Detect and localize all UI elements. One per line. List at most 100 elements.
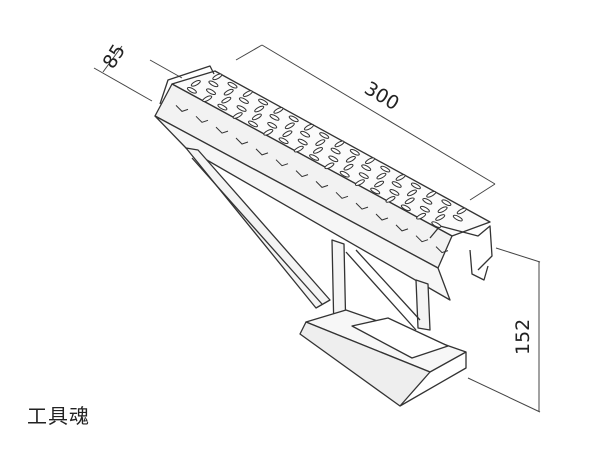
edge-tooth [175,105,189,112]
tread-diamond [267,121,278,129]
tread-diamond [278,137,289,145]
tread-diamond [441,199,452,207]
tread-diamond [345,155,356,163]
tread-diamond [435,214,446,221]
base-rim [399,352,467,407]
dim-300-line [261,44,496,185]
tread-diamond [227,81,238,89]
tread-diamond [293,145,304,153]
tread-diamond [376,172,387,180]
edge-tooth [235,137,249,145]
tread-diamond [248,120,258,128]
edge-tooth [435,246,449,254]
edge-tooth [415,235,429,243]
dim-85-line [93,67,153,102]
dimension-lines [93,44,541,413]
post-brace [345,251,417,331]
post-brace-2 [355,249,421,321]
tread-diamond [437,206,448,214]
tread-diamond [358,172,369,179]
tread-diamond [339,170,350,178]
step-structure [154,65,493,407]
tread-diamond [242,90,253,97]
side-channel [154,115,451,301]
tread-diamond [419,205,430,213]
tread-diamond [391,181,402,188]
edge-tooth [395,224,409,232]
tread-diamond [416,212,427,220]
dim-85-ext-1 [102,45,123,73]
tread-diamond [395,174,406,181]
tread-diamond [370,187,381,195]
tread-diamond [309,154,320,161]
dim-300-ext-2 [469,183,496,201]
tread-diamond [238,97,249,104]
edge-tooth [215,126,229,134]
tread-diamond [431,221,442,228]
edge-tooth [255,148,269,156]
tread-diamond [263,128,274,136]
tread-diamond [217,103,228,111]
tread-diamond [389,189,400,196]
tread-diamond [202,95,213,103]
tread-diamond [324,162,335,170]
base-cutout [351,317,449,359]
tread-diamond [251,113,262,121]
tread-diamond [288,115,299,123]
edge-tooth [375,213,389,221]
tread-diamond [206,88,216,96]
tread-diamond [365,157,375,165]
tread-diamond [404,197,415,205]
tread-diamond [300,130,311,138]
edge-tooth [195,115,209,123]
tread-diamond [284,122,295,130]
edge-tooth [355,202,369,210]
tread-diamond [319,132,330,139]
tread-diamond [407,189,417,197]
edge-tooth [295,170,309,178]
diagonal-brace [185,147,331,309]
tread-diamond [254,105,265,113]
edge-tooth [275,159,289,167]
tread-diamond [400,204,411,212]
tread-diamond [269,114,280,121]
tread-diamond [361,164,372,172]
tread-diamond [313,147,323,154]
tread-diamond [456,207,467,215]
tread-diamond [315,139,326,146]
tread-diamond [273,107,284,114]
tread-diamond [212,73,223,81]
tread-diamond [297,138,308,146]
tread-diamond [380,165,391,173]
edge-tooth [315,181,329,188]
tread-diamond [258,98,269,106]
tread-diamond [303,123,314,131]
tread-diamond [223,88,234,96]
tread-diamond [385,196,396,203]
tread-hook-right [469,249,489,281]
tread-diamond [426,190,437,198]
tread-diamond [343,163,354,171]
tread-diamond-pattern [175,73,467,254]
tread-diamond [232,112,243,119]
tread-rear-hook [429,225,493,271]
tread-diamond [374,180,385,188]
tread-diamond [328,155,339,163]
dim-152-ext-top [495,247,541,263]
dim-85-ext-2 [149,59,183,79]
tread-diamond [221,96,232,104]
tread-diamond [354,179,365,186]
edge-tooth [335,191,349,199]
rear-vertical-post [415,279,431,331]
tread-diamond [186,86,197,94]
tread-diamond [236,105,247,112]
dim-152-label: 152 [512,319,534,355]
tread-diamond [410,182,421,190]
tread-diamond [208,80,219,88]
dim-300-ext-1 [235,44,263,61]
dim-85-label: 85 [99,40,130,72]
brand-caption: 工具魂 [27,404,90,428]
tread-diamond [190,79,201,87]
tread-diamond [282,130,293,138]
dim-152-ext-bottom [467,377,541,413]
